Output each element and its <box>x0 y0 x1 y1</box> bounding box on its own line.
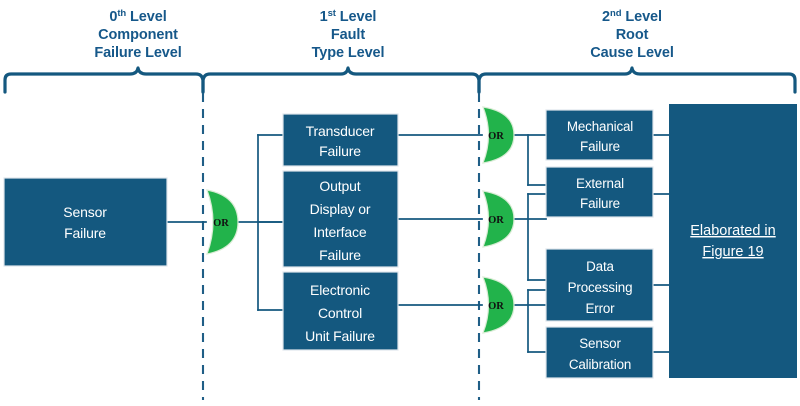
bracket-level-0 <box>3 66 205 94</box>
level-1-ordinal: 1 <box>320 9 328 25</box>
mechanical-failure-box[interactable] <box>545 109 654 161</box>
output-display-line-1: Output <box>319 178 360 194</box>
electronic-control-line-1: Electronic <box>310 282 370 298</box>
data-processing-line-1: Data <box>586 259 614 274</box>
elaboration-panel-line-1: Elaborated in <box>690 223 775 239</box>
output-display-line-4: Failure <box>319 247 361 263</box>
elaboration-panel-line-2: Figure 19 <box>702 244 763 260</box>
header-level-1: 1st Level Fault Type Level <box>312 8 385 62</box>
external-failure-box[interactable] <box>545 166 654 218</box>
or-gate-output-display-label: OR <box>488 215 504 226</box>
data-processing-error-box[interactable] <box>545 248 654 322</box>
or-gate-electronic-control[interactable]: OR <box>482 276 515 334</box>
sensor-calibration-box[interactable] <box>545 326 654 379</box>
or-gate-output-display-shape[interactable] <box>482 190 515 248</box>
or-gate-transducer-shape[interactable] <box>482 106 515 164</box>
or-gate-root-shape[interactable] <box>206 189 239 255</box>
level-0-line2: Component <box>98 27 178 43</box>
external-failure-line-2: Failure <box>580 196 620 211</box>
transducer-failure-line-1: Transducer <box>306 123 375 139</box>
node-output-display-interface-failure[interactable]: Output Display or Interface Failure <box>282 170 399 268</box>
svg-text:2nd Level: 2nd Level <box>602 8 662 26</box>
elaboration-panel-box[interactable] <box>669 104 797 378</box>
level-2-line1-rest: Level <box>621 9 662 25</box>
sensor-calibration-line-1: Sensor <box>579 336 621 351</box>
bracket-level-2 <box>477 66 797 94</box>
mechanical-failure-line-2: Failure <box>580 139 620 154</box>
transducer-failure-line-2: Failure <box>319 143 361 159</box>
level-0-ordinal-suffix: th <box>117 8 126 19</box>
elaboration-panel[interactable]: Elaborated in Figure 19 <box>669 104 797 378</box>
level-2-line3: Cause Level <box>590 45 674 61</box>
or-gate-root-label: OR <box>213 218 229 229</box>
or-gate-transducer-label: OR <box>488 131 504 142</box>
level-0-line1-rest: Level <box>126 9 167 25</box>
level-brackets <box>3 66 797 94</box>
sensor-failure-line-2: Failure <box>64 225 106 241</box>
node-electronic-control-unit-failure[interactable]: Electronic Control Unit Failure <box>282 271 399 351</box>
node-external-failure[interactable]: External Failure <box>545 166 654 218</box>
svg-text:1st Level: 1st Level <box>320 8 377 26</box>
level-2-ordinal-suffix: nd <box>610 8 622 19</box>
sensor-failure-box[interactable] <box>3 177 168 267</box>
node-sensor-calibration[interactable]: Sensor Calibration <box>545 326 654 379</box>
header-level-2: 2nd Level Root Cause Level <box>590 8 674 62</box>
connectors-level-2 <box>513 134 547 353</box>
level-2-ordinal: 2 <box>602 9 610 25</box>
header-level-0: 0th Level Component Failure Level <box>94 8 181 62</box>
level-1-ordinal-suffix: st <box>328 8 337 19</box>
sensor-calibration-line-2: Calibration <box>569 357 631 372</box>
level-0-line3: Failure Level <box>94 45 181 61</box>
or-gate-transducer[interactable]: OR <box>482 106 515 164</box>
electronic-control-unit-failure-box[interactable] <box>282 271 399 351</box>
electronic-control-line-3: Unit Failure <box>305 328 375 344</box>
electronic-control-line-2: Control <box>318 305 362 321</box>
connectors-to-elaboration <box>652 134 671 353</box>
level-1-line3: Type Level <box>312 45 385 61</box>
output-display-line-2: Display or <box>310 201 371 217</box>
node-sensor-failure[interactable]: Sensor Failure <box>3 177 168 267</box>
data-processing-line-2: Processing <box>568 280 633 295</box>
bracket-level-1 <box>201 66 481 94</box>
output-display-line-3: Interface <box>313 224 366 240</box>
connectors-level-1 <box>237 134 284 311</box>
transducer-failure-box[interactable] <box>282 113 399 167</box>
mechanical-failure-line-1: Mechanical <box>567 119 633 134</box>
external-failure-line-1: External <box>576 176 624 191</box>
level-1-line2: Fault <box>331 27 365 43</box>
sensor-failure-line-1: Sensor <box>63 204 107 220</box>
node-data-processing-error[interactable]: Data Processing Error <box>545 248 654 322</box>
or-gate-electronic-control-shape[interactable] <box>482 276 515 334</box>
node-transducer-failure[interactable]: Transducer Failure <box>282 113 399 167</box>
level-0-ordinal: 0 <box>109 9 117 25</box>
or-gate-electronic-control-label: OR <box>488 301 504 312</box>
svg-text:0th Level: 0th Level <box>109 8 166 26</box>
node-mechanical-failure[interactable]: Mechanical Failure <box>545 109 654 161</box>
output-display-interface-failure-box[interactable] <box>282 170 399 268</box>
or-gate-root[interactable]: OR <box>206 189 239 255</box>
level-2-line2: Root <box>616 27 649 43</box>
level-1-line1-rest: Level <box>336 9 377 25</box>
connectors-level-1-to-2 <box>397 134 483 306</box>
data-processing-line-3: Error <box>585 301 615 316</box>
or-gate-output-display[interactable]: OR <box>482 190 515 248</box>
